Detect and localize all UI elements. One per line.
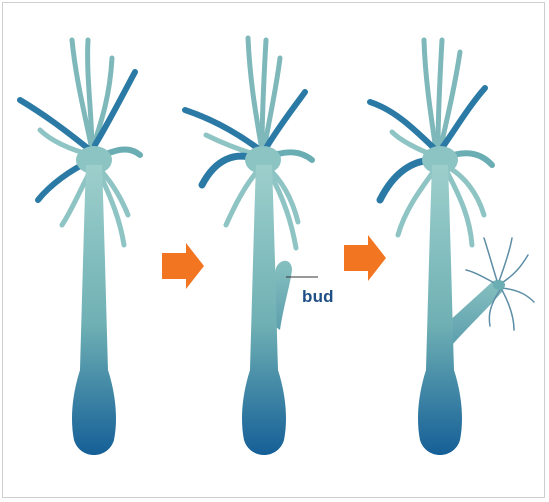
progression-arrow-1 <box>162 243 204 289</box>
hydra-3-body <box>418 165 462 455</box>
hydra-3-bud-head <box>493 280 505 290</box>
hydra-stage-2 <box>185 38 318 455</box>
hydra-stage-3 <box>370 40 534 455</box>
hydra-1-body <box>72 165 116 455</box>
progression-arrow-2 <box>344 235 386 281</box>
hydra-stage-1 <box>20 40 140 455</box>
hydra-1-tentacles <box>20 40 140 245</box>
hydra-2-tentacles <box>185 38 312 248</box>
bud-label: bud <box>302 287 334 307</box>
